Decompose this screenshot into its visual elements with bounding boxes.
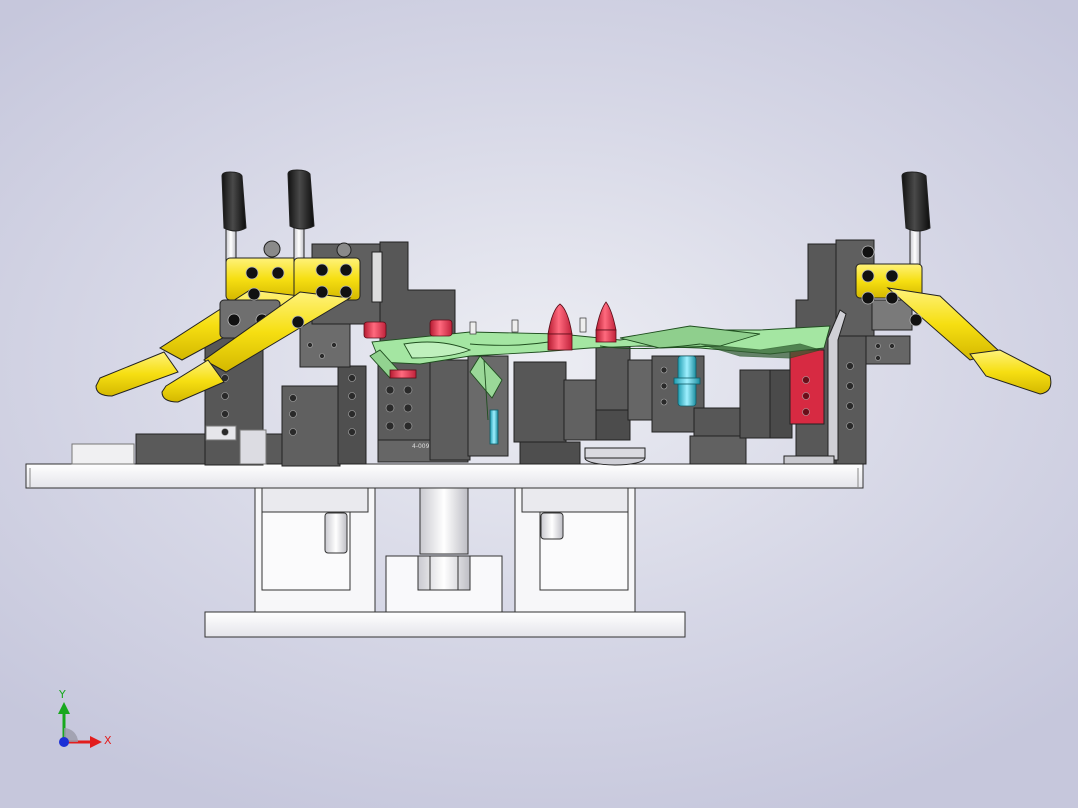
- toggle-clamp-icon[interactable]: [161, 169, 383, 403]
- axis-y-label: Y: [59, 688, 66, 701]
- right-locator-blocks[interactable]: [783, 239, 913, 465]
- toggle-clamp-icon[interactable]: [855, 171, 1052, 395]
- sheet-metal-part[interactable]: [369, 325, 831, 421]
- base-plate[interactable]: [25, 463, 864, 489]
- fixture-part-label: 4-009: [412, 443, 430, 450]
- center-holes: [660, 366, 668, 406]
- axis-x-label: X: [104, 734, 112, 747]
- base-stand[interactable]: [204, 487, 686, 638]
- locating-pins[interactable]: [363, 301, 617, 379]
- center-locator-blocks[interactable]: [429, 339, 793, 466]
- cyan-pins[interactable]: [489, 355, 701, 445]
- right-block-holes: [802, 343, 895, 430]
- top-bolts: [469, 317, 587, 335]
- left-block-holes: [221, 342, 413, 436]
